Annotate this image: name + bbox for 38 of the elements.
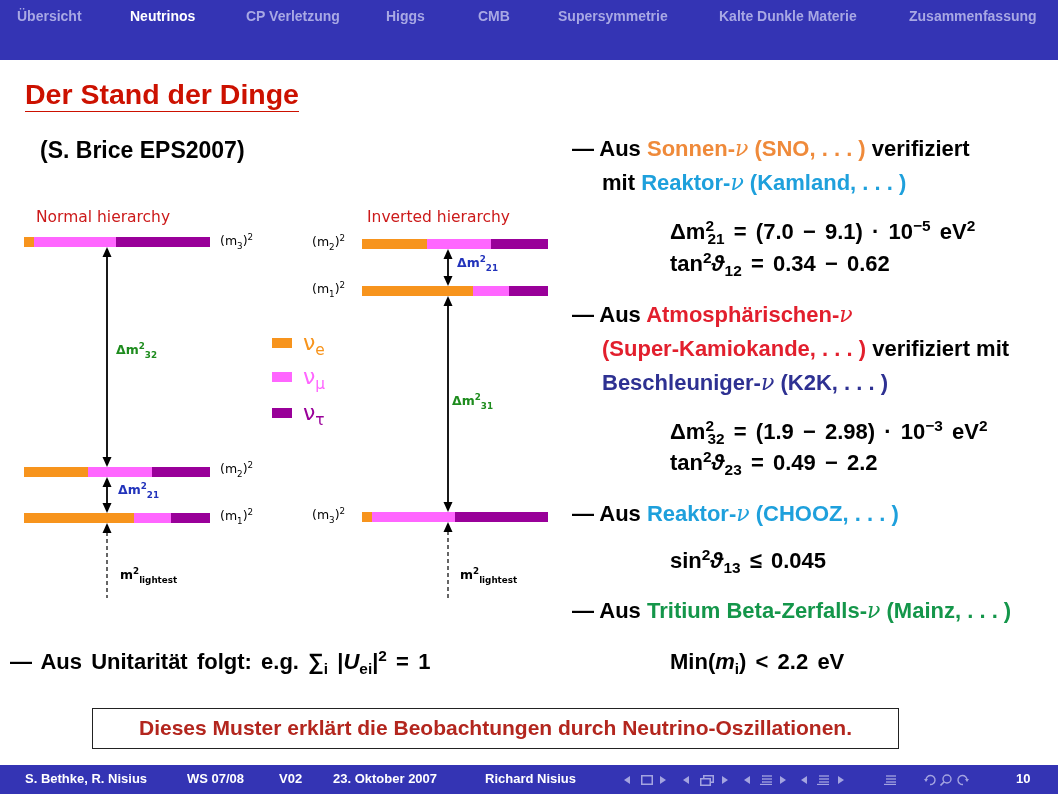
equation: Δm$^{2}$$_{32}$ = (1.9 − 2.98) · 10$^{−3}$ eV$^{2}$ [670, 419, 988, 445]
nav-link: CMB [478, 8, 510, 24]
diagram-heading: Inverted hierarchy [367, 208, 510, 226]
level-label: (m$_{1}$)$^{2}$ [220, 508, 254, 523]
bullet-text: — Aus Atmosphärischen-ν (Super-Kamiokande, . . . ) verifiziert mit Beschleuniger-ν (K2K, . . . ) [572, 301, 1011, 397]
equation: tan$^{2}$ϑ$_{23}$ = 0.49 − 2.2 [670, 450, 878, 476]
nav-link: Kalte Dunkle Materie [719, 8, 857, 24]
equation: tan$^{2}$ϑ$_{12}$ = 0.34 − 0.62 [670, 251, 890, 277]
level-label: (m$_{2}$)$^{2}$ [220, 461, 254, 476]
equation: sin$^{2}$ϑ$_{13}$ ≤ 0.045 [670, 548, 826, 574]
level-label: (m$_{3}$)$^{2}$ [220, 233, 254, 248]
bullet-text: — Aus Sonnen-ν (SNO, . . . ) verifiziert mit Reaktor-ν (Kamland, . . . ) [572, 135, 971, 197]
level-label: (m$_{2}$)$^{2}$ [312, 234, 346, 249]
nav-link: Supersymmetrie [558, 8, 668, 24]
equation: Min(m$_{i}$) < 2.2 eV [670, 649, 845, 675]
footer-text: Richard Nisius [485, 771, 577, 786]
nav-link: Higgs [386, 8, 425, 24]
bullet-text: — Aus Reaktor-ν (CHOOZ, . . . ) [572, 500, 900, 528]
nav-link: Übersicht [17, 8, 82, 24]
footer-text: 23. Oktober 2007 [333, 771, 438, 786]
bullet-text: — Aus Tritium Beta-Zerfalls-ν (Mainz, . . . ) [572, 597, 1013, 625]
source-citation: (S. Brice EPS2007) [40, 137, 245, 164]
diagram-heading: Normal hierarchy [36, 208, 171, 226]
equation: Δm$^{2}$$_{21}$ = (7.0 − 9.1) · 10$^{−5}$ eV$^{2}$ [670, 219, 976, 245]
level-label: (m$_{3}$)$^{2}$ [312, 507, 346, 522]
footer-text: S. Bethke, R. Nisius [25, 771, 148, 786]
legend-label: ν$_{τ}$ [303, 401, 325, 425]
legend-label: ν$_{e}$ [303, 331, 325, 355]
footer-text: WS 07/08 [187, 771, 245, 786]
page-number: 10 [1016, 771, 1031, 786]
nav-link: Zusammenfassung [909, 8, 1037, 24]
level-label: (m$_{1}$)$^{2}$ [312, 281, 346, 296]
footer-text: V02 [279, 771, 303, 786]
nav-link: Neutrinos [130, 8, 196, 24]
slide-title: Der Stand der Dinge [25, 78, 299, 112]
conclusion-box: Dieses Muster erklärt die Beobachtungen durch Neutrino-Oszillationen. [92, 708, 899, 749]
nav-link: CP Verletzung [246, 8, 340, 24]
equation: — Aus Unitarität folgt: e.g. ∑$_{i}$ |U$_{ei}$|$^{2}$ = 1 [10, 649, 431, 675]
